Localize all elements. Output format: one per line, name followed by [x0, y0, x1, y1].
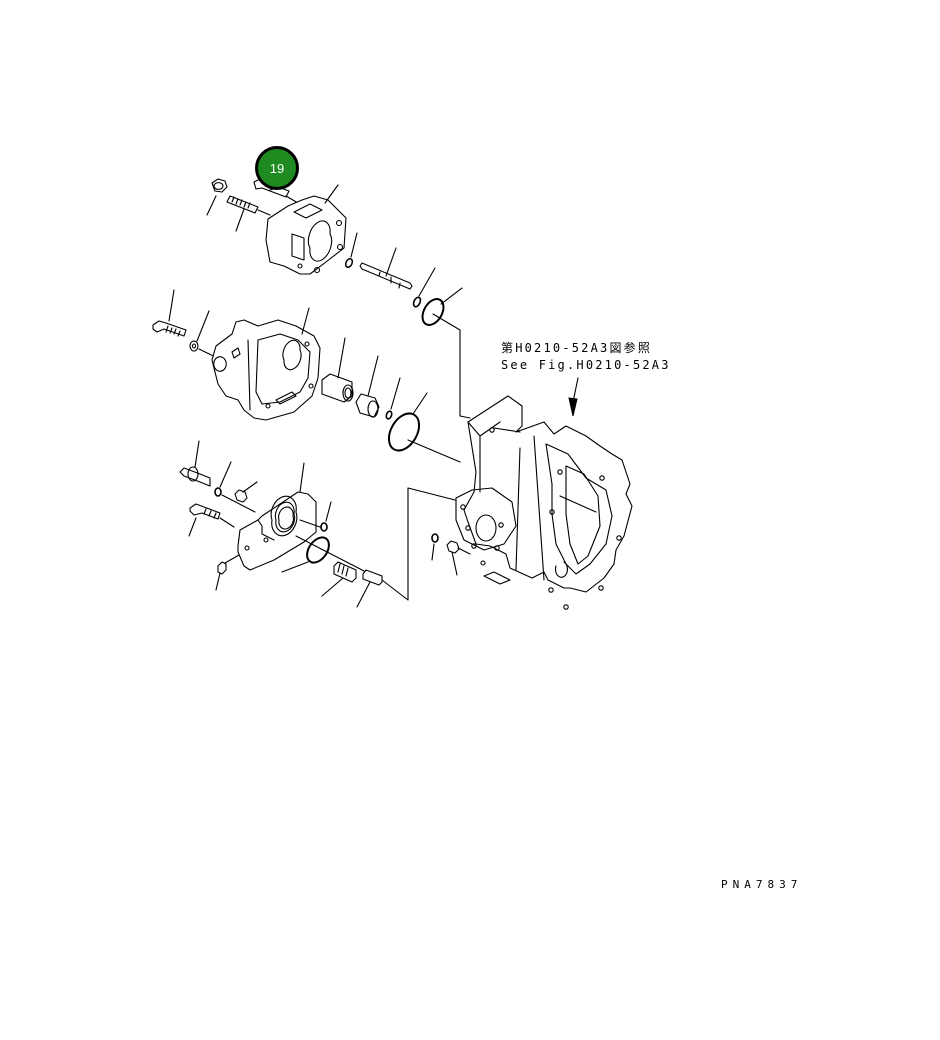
drawing-id: PNA7837: [721, 878, 803, 891]
pump-cover-part[interactable]: [265, 184, 347, 275]
bolt-part[interactable]: [152, 289, 187, 337]
union-bolt-part[interactable]: [179, 440, 211, 487]
o-ring-valve-large-part[interactable]: [281, 533, 367, 573]
reference-note-japanese: 第H0210-52A3図参照: [501, 341, 653, 355]
nipple-part[interactable]: [215, 554, 240, 591]
housing-o-ring-part[interactable]: [431, 533, 439, 561]
bearing-part[interactable]: [355, 355, 380, 418]
small-o-ring-3-part[interactable]: [385, 377, 401, 420]
spring-part[interactable]: [321, 561, 357, 597]
bolt-lower-part[interactable]: [188, 503, 235, 537]
o-ring-valve-part[interactable]: [299, 501, 332, 532]
reference-note-english: See Fig.H0210-52A3: [501, 358, 671, 372]
bushing-part[interactable]: [321, 337, 354, 403]
lower-valve-group: [179, 440, 456, 608]
main-housing-group: [431, 377, 633, 610]
housing-plug-part[interactable]: [446, 540, 471, 576]
small-o-ring-part[interactable]: [344, 232, 358, 269]
upper-cover-group: [206, 178, 471, 419]
housing-part[interactable]: [455, 395, 633, 610]
middle-pump-group: [152, 289, 461, 463]
callout-badge-19[interactable]: 19: [255, 146, 299, 190]
small-o-ring-2-part[interactable]: [412, 267, 436, 308]
stud-bolt-part[interactable]: [226, 195, 271, 232]
plug-part[interactable]: [234, 481, 258, 503]
callout-badge-label: 19: [269, 160, 285, 176]
o-ring-lower-part[interactable]: [214, 461, 256, 513]
reference-arrow: [568, 377, 579, 417]
gear-pump-body-part[interactable]: [211, 307, 321, 421]
large-o-ring-part[interactable]: [418, 287, 471, 419]
shaft-part[interactable]: [359, 247, 413, 290]
nut-part[interactable]: [206, 178, 228, 216]
pin-part[interactable]: [356, 487, 456, 608]
valve-body-part[interactable]: [237, 462, 317, 571]
large-o-ring-2-part[interactable]: [383, 392, 461, 463]
